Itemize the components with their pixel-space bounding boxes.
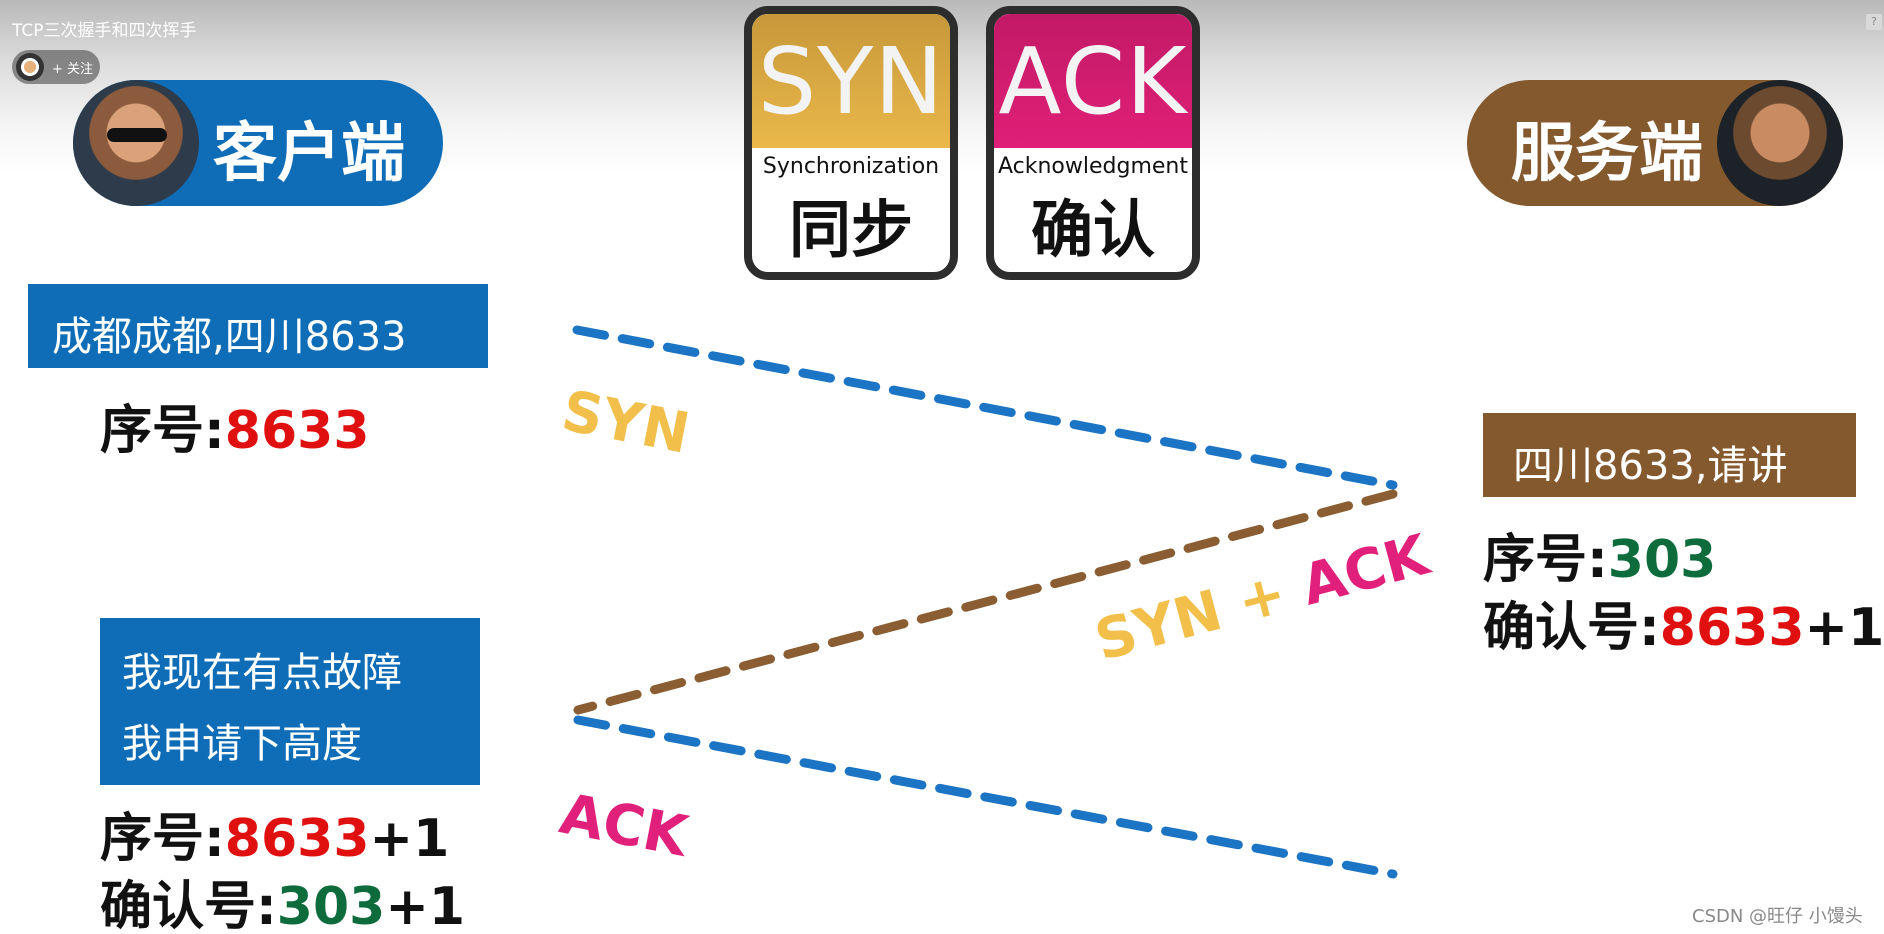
syn-card-full: Synchronization	[762, 154, 940, 179]
client-request-line2: 我申请下高度	[122, 721, 362, 767]
ack-suffix: +1	[385, 877, 466, 934]
ack-label: 确认号:	[100, 877, 277, 934]
ack-suffix: +1	[1804, 598, 1884, 658]
syn-card-cn: 同步	[788, 193, 913, 266]
ack-label: 确认号:	[1483, 598, 1660, 658]
synack-dashed-line	[573, 489, 1398, 715]
syn-dashed-line	[572, 325, 1398, 490]
ack-card: ACK Acknowledgment 确认	[986, 6, 1200, 280]
server-avatar	[1717, 80, 1843, 206]
follow-label: + 关注	[52, 61, 94, 77]
ack-card-full: Acknowledgment	[997, 154, 1188, 179]
ack-value: 8633	[1659, 598, 1805, 658]
client2-seq: 序号:8633+1	[100, 796, 449, 871]
csdn-watermark: CSDN @旺仔 小馒头	[1692, 906, 1863, 927]
client-avatar	[73, 80, 199, 206]
video-title: TCP三次握手和四次挥手	[12, 21, 197, 41]
server-role-label: 服务端	[1511, 117, 1703, 191]
seq-value: 8633	[224, 401, 370, 461]
follow-button[interactable]: + 关注	[12, 50, 100, 84]
uploader-avatar	[16, 53, 44, 81]
syn-card-abbr: SYN	[752, 14, 950, 148]
seq-value: 303	[1607, 530, 1717, 590]
server-reply-message: 四川8633,请讲	[1483, 413, 1856, 497]
client1-seq: 序号:8633	[100, 388, 370, 463]
ack-card-cn: 确认	[1030, 193, 1155, 266]
client-request-line1: 我现在有点故障	[122, 650, 402, 696]
seq-label: 序号:	[1483, 530, 1608, 590]
seq-label: 序号:	[100, 401, 225, 461]
ack-card-abbr: ACK	[994, 14, 1192, 148]
client-role-pill: 客户端	[73, 80, 443, 206]
client-call-message: 成都成都,四川8633	[28, 284, 488, 368]
client2-ack: 确认号:303+1	[100, 864, 465, 934]
help-icon[interactable]: ?	[1866, 14, 1882, 30]
syn-card: SYN Synchronization 同步	[744, 6, 958, 280]
ack-value: 303	[276, 877, 386, 934]
server-seq: 序号:303	[1483, 517, 1716, 592]
client-role-label: 客户端	[213, 117, 405, 191]
synack-plus-text: +	[1230, 560, 1293, 636]
server-role-pill: 服务端	[1467, 80, 1843, 206]
seq-value: 8633	[224, 809, 370, 869]
client-request-message: 我现在有点故障 我申请下高度	[100, 618, 480, 785]
ack-dashed-line	[573, 715, 1398, 879]
server-ack: 确认号:8633+1	[1483, 585, 1884, 660]
sunglasses-icon	[107, 128, 167, 142]
seq-suffix: +1	[369, 809, 450, 869]
seq-label: 序号:	[100, 809, 225, 869]
